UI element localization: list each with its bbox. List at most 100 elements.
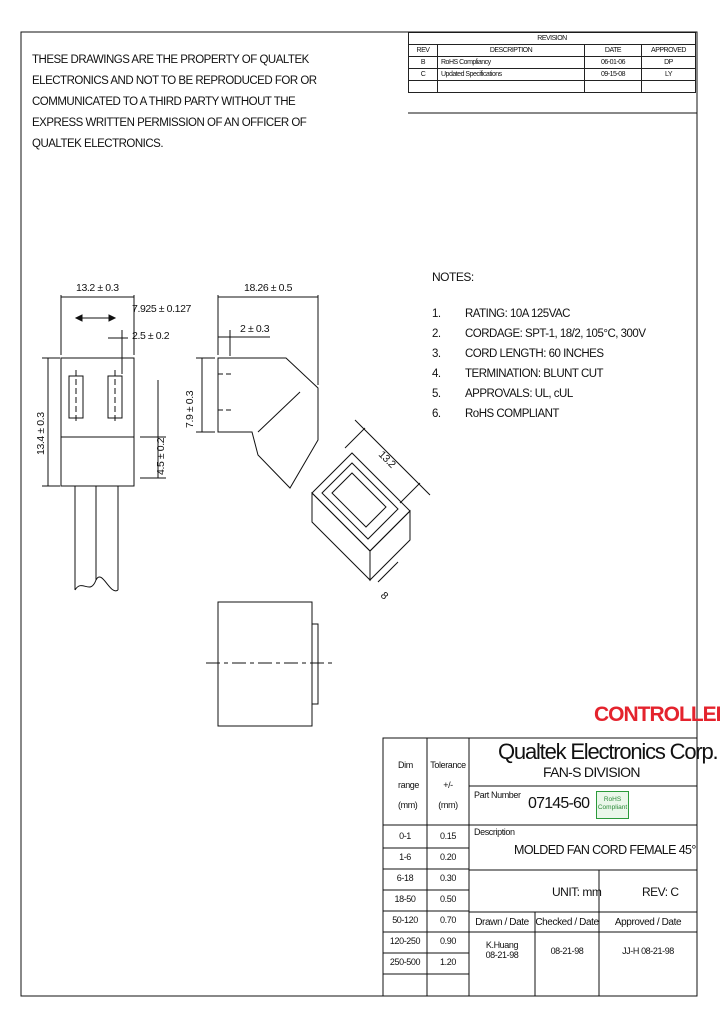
dim-line: [354, 419, 431, 496]
tol-value: 0.30: [440, 873, 456, 883]
angled-side: [369, 509, 411, 582]
rohs-compliant-badge: RoHS Compliant: [596, 791, 629, 819]
note-text: RoHS COMPLIANT: [465, 408, 559, 420]
drawn-by: K.Huang 08-21-98: [469, 940, 535, 960]
angled-view: [311, 419, 431, 583]
tol-value: 1.20: [440, 957, 456, 967]
part-number: 07145-60: [528, 795, 590, 812]
dim-side-length: 18.26 ± 0.5: [244, 282, 293, 294]
dim-arrow: [108, 314, 117, 322]
note-number: 5.: [432, 388, 441, 400]
note-text: APPROVALS: UL, cUL: [465, 388, 573, 400]
tol-value: 0.90: [440, 936, 456, 946]
dim-pin-width: 2.5 ± 0.2: [132, 330, 170, 342]
dim-side-step: 2 ± 0.3: [240, 323, 270, 335]
note-text: CORDAGE: SPT-1, 18/2, 105°C, 300V: [465, 328, 646, 340]
title-block-grid: [382, 737, 698, 997]
drawn-date: 08-21-98: [485, 950, 519, 960]
tol-range: 6-18: [396, 873, 414, 883]
revision-table: REVISION REV DESCRIPTION DATE APPROVED B…: [408, 32, 696, 93]
note-number: 6.: [432, 408, 441, 420]
dim-side-height: 7.9 ± 0.3: [184, 390, 196, 428]
controlled-stamp: CONTROLLED: [594, 703, 720, 726]
dim-angled-length: 13.2: [376, 449, 398, 471]
note-number: 4.: [432, 368, 441, 380]
tol-range: 18-50: [394, 894, 416, 904]
dim-angled-width: 8: [378, 590, 391, 603]
note-item: 4. TERMINATION: BLUNT CUT: [432, 368, 604, 380]
title-block-frame: [382, 737, 698, 997]
approved-by: JJ-H 08-21-98: [622, 946, 674, 956]
note-text: CORD LENGTH: 60 INCHES: [465, 348, 604, 360]
notice-line: COMMUNICATED TO A THIRD PARTY WITHOUT TH…: [32, 96, 296, 108]
dim-range-header: Dim range (mm): [398, 755, 420, 815]
dim-header-line: Dim: [398, 760, 413, 770]
drawn-label: Drawn / Date: [475, 917, 529, 928]
tol-value: 0.70: [440, 915, 456, 925]
note-text: RATING: 10A 125VAC: [465, 308, 570, 320]
side-body: [217, 357, 319, 489]
bottom-view: [206, 601, 332, 727]
bottom-body: [217, 601, 313, 727]
note-number: 3.: [432, 348, 441, 360]
dim-line: [377, 561, 399, 583]
bottom-lip: [311, 623, 319, 705]
revision-row: C Updated Specifications 09-15-08 LY: [408, 68, 696, 81]
side-edge: [257, 391, 301, 433]
front-view: [42, 295, 166, 592]
part-description: MOLDED FAN CORD FEMALE 45°: [514, 843, 696, 857]
drawn-name: K.Huang: [485, 940, 519, 950]
tol-value: 0.20: [440, 852, 456, 862]
dim-height-front: 13.4 ± 0.3: [35, 412, 47, 455]
tol-range: 250-500: [389, 957, 421, 967]
unit-label: UNIT: mm: [552, 885, 602, 899]
tol-header-line: (mm): [438, 800, 458, 810]
dim-pin-height: 4.5 ± 0.2: [155, 437, 167, 475]
tol-value: 0.50: [440, 894, 456, 904]
note-item: 5. APPROVALS: UL, cUL: [432, 388, 573, 400]
rohs-badge-line: RoHS: [603, 796, 622, 803]
approved-label: Approved / Date: [614, 917, 682, 928]
angled-inner: [321, 462, 399, 540]
front-body: [60, 357, 135, 487]
tol-header-line: Tolerance: [430, 760, 466, 770]
notes-title: NOTES:: [432, 270, 474, 284]
dim-width-front: 13.2 ± 0.3: [76, 282, 119, 294]
notice-line: EXPRESS WRITTEN PERMISSION OF AN OFFICER…: [32, 117, 307, 129]
drawing-border: [20, 31, 698, 997]
rohs-badge-line: Compliant: [597, 804, 628, 811]
note-item: 6. RoHS COMPLIANT: [432, 408, 559, 420]
ownership-notice: THESE DRAWINGS ARE THE PROPERTY OF QUALT…: [32, 50, 317, 155]
ext-line: [344, 427, 366, 449]
revision-row: B RoHS Compliancy 06-01-06 DP: [408, 56, 696, 69]
tol-range: 0-1: [399, 831, 411, 841]
dim-arrow: [74, 314, 83, 322]
notice-line: QUALTEK ELECTRONICS.: [32, 138, 164, 150]
checked-label: Checked / Date: [535, 917, 599, 928]
dim-header-line: range: [398, 780, 420, 790]
notice-line: ELECTRONICS AND NOT TO BE REPRODUCED FOR…: [32, 75, 317, 87]
note-item: 1.RATING: 10A 125VAC: [432, 308, 570, 320]
revision-label: REV: C: [642, 885, 679, 899]
dim-header-line: (mm): [398, 800, 418, 810]
note-item: 2. CORDAGE: SPT-1, 18/2, 105°C, 300V: [432, 328, 646, 340]
company-name: Qualtek Electronics Corp.: [498, 739, 719, 764]
tol-header-line: +/-: [443, 780, 453, 790]
side-view: [196, 295, 319, 489]
dim-pin-offset: 7.925 ± 0.127: [132, 303, 192, 315]
tol-value: 0.15: [440, 831, 456, 841]
tol-range: 1-6: [399, 852, 411, 862]
description-label: Description: [474, 827, 515, 837]
tol-range: 120-250: [389, 936, 421, 946]
part-number-label: Part Number: [474, 790, 521, 800]
notice-line: THESE DRAWINGS ARE THE PROPERTY OF QUALT…: [32, 54, 309, 66]
note-number: 2.: [432, 328, 441, 340]
cable-break: [74, 576, 119, 592]
tol-range: 50-120: [392, 915, 418, 925]
angled-side: [311, 491, 371, 582]
note-text: TERMINATION: BLUNT CUT: [465, 368, 604, 380]
division-name: FAN-S DIVISION: [543, 764, 640, 780]
ext-line: [399, 482, 421, 504]
note-item: 3. CORD LENGTH: 60 INCHES: [432, 348, 604, 360]
